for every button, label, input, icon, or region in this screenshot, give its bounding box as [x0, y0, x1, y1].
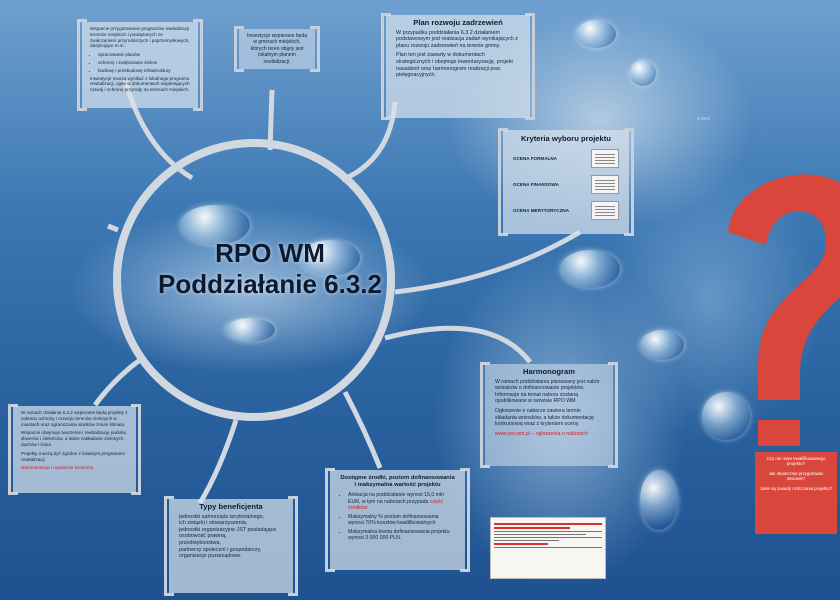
water-bubble [630, 60, 656, 86]
frame-criteria [498, 128, 634, 236]
doc-text-line [494, 534, 586, 535]
document-thumbnail[interactable] [591, 149, 619, 169]
red-note-2: Jak skutecznie przygotować wniosek? [768, 470, 824, 482]
presentation-title[interactable]: RPO WM Poddziałanie 6.3.2 [120, 238, 420, 300]
doc-red-line [494, 523, 602, 525]
side-note: © RPO [697, 116, 710, 121]
connector-arc [267, 89, 275, 151]
water-bubble [300, 240, 360, 276]
box-schedule-text-1: W ramach poddziałania planowany jest nab… [495, 378, 600, 405]
funding-item: Maksymalny % poziom dofinansowania wynos… [348, 514, 455, 527]
list-item: budowę i przebudowę infrastruktury [98, 68, 190, 74]
box-beneficiaries[interactable]: Typy beneficjenta jednostki samorządu te… [169, 499, 293, 593]
criteria-label: OCENA FINANSOWA [513, 182, 559, 188]
funding-item-text: Alokacja na poddziałanie wynosi 15,0 mln… [348, 492, 445, 505]
funding-list: Alokacja na poddziałanie wynosi 15,0 mln… [340, 492, 455, 542]
list-item: ochronę i zwiększanie zieleni [98, 60, 190, 66]
doc-red-line [494, 543, 548, 545]
frame-funding [325, 468, 470, 572]
water-bubble [640, 330, 684, 360]
criteria-row[interactable]: OCENA FORMALNA [513, 149, 619, 169]
box-support-scope[interactable]: W ramach działania 6.3.2 wspierane będą … [13, 406, 136, 493]
box-plan[interactable]: Plan rozwoju zadrzewień W przypadku podd… [386, 15, 530, 118]
box-program-description[interactable]: Wsparcie przygotowanie programów rewital… [82, 22, 198, 108]
box-plan-heading: Plan rozwoju zadrzewień [413, 18, 503, 27]
schedule-link[interactable]: www.rpo.wm.pl – ogłoszenia o naborach [495, 430, 588, 437]
doc-text-line [494, 537, 602, 538]
beneficiary-item: jednostki samorządu terytorialnego, [179, 513, 265, 520]
box-plan-text-1: W przypadku poddziałania 6.3.2 działanie… [396, 29, 518, 49]
box-scope-text-3: Projekty muszą być zgodne z lokalnym pro… [21, 450, 125, 462]
funding-item: Alokacja na poddziałanie wynosi 15,0 mln… [348, 492, 455, 512]
title-line-2: Poddziałanie 6.3.2 [158, 269, 382, 299]
box-program-text-1: Wsparcie przygotowanie programów rewital… [90, 26, 190, 49]
funding-item: Maksymalna kwota dofinansowania projektu… [348, 529, 455, 542]
box-scope-text-2: Wsparcie obejmuje tworzenie i rewitaliza… [21, 430, 127, 447]
box-schedule-text-2: Ogłoszenie o naborze zawiera termin skła… [495, 407, 594, 428]
funding-red-note: część środków [348, 498, 444, 512]
water-bubble [576, 20, 616, 48]
document-thumbnail[interactable] [591, 175, 619, 195]
frame-left [8, 404, 141, 495]
beneficiary-item: jednostki organizacyjne JST posiadające … [179, 526, 277, 540]
box-schedule-heading: Harmonogram [523, 367, 575, 376]
criteria-row[interactable]: OCENA FINANSOWA [513, 175, 619, 195]
box-program-text-2: Inwestycje muszą wynikać z lokalnego pro… [90, 75, 190, 93]
beneficiary-item: partnerzy społeczni i gospodarczy, [179, 546, 262, 553]
red-note-1: Czy nie mam kwalifikowanego projektu? [766, 456, 826, 467]
box-criteria[interactable]: Kryteria wyboru projektu OCENA FORMALNA … [503, 130, 629, 234]
box-investments-text: Inwestycje wspierane będą w gminach miej… [246, 33, 308, 65]
box-criteria-heading: Kryteria wyboru projektu [521, 134, 611, 143]
box-funding[interactable]: Dostępne środki, poziom dofinansowania i… [330, 470, 465, 570]
water-bubble [560, 250, 620, 288]
box-beneficiaries-heading: Typy beneficjenta [199, 502, 263, 511]
frame-beneficiaries [164, 496, 298, 596]
doc-text-line [494, 540, 559, 541]
connector-arc [342, 390, 383, 469]
doc-text-line [494, 531, 602, 532]
connector-arc [107, 223, 119, 233]
water-bubble [702, 392, 750, 440]
title-line-1: RPO WM [215, 238, 325, 268]
connector-arc [394, 229, 582, 295]
beneficiary-item: przedsiębiorstwa, [179, 539, 221, 546]
box-scope-text-1: W ramach działania 6.3.2 wspierane będą … [21, 410, 128, 427]
red-question-box[interactable]: Czy nie mam kwalifikowanego projektu? Ja… [755, 452, 837, 534]
box-schedule[interactable]: Harmonogram W ramach poddziałania planow… [485, 364, 613, 466]
frame-plan [381, 13, 535, 120]
water-bubble [640, 470, 678, 530]
water-bubble [225, 318, 275, 342]
box-plan-text-2: Plan ten jest zawarty w dokumentach stra… [396, 52, 513, 79]
connector-arc [384, 325, 532, 364]
doc-red-line [494, 527, 570, 529]
criteria-label: OCENA MERYTORYCZNA [513, 208, 570, 214]
scope-link[interactable]: dokumentacja i regulamin konkursu [21, 465, 94, 471]
connector-arc [92, 357, 142, 407]
box-funding-heading: Dostępne środki, poziom dofinansowania i… [340, 475, 455, 488]
document-preview[interactable] [490, 517, 606, 579]
beneficiary-item: organizacje pozarządowe. [179, 553, 242, 560]
central-ring [113, 139, 395, 421]
document-thumbnail[interactable] [591, 201, 619, 221]
frame-top-left [77, 19, 203, 111]
red-note-3: Jakie są zasady rozliczania projektu? [759, 485, 833, 491]
criteria-label: OCENA FORMALNA [513, 156, 557, 162]
frame-top-center [234, 26, 320, 72]
box-program-list: opracowanie planów ochronę i zwiększanie… [90, 52, 190, 73]
beneficiary-item: ich związki i stowarzyszenia, [179, 520, 248, 527]
question-mark-graphic [728, 174, 840, 446]
box-investments[interactable]: Inwestycje wspierane będą w gminach miej… [239, 29, 315, 69]
connector-arc [197, 419, 239, 505]
list-item: opracowanie planów [98, 52, 190, 58]
doc-text-line [494, 547, 602, 548]
criteria-row[interactable]: OCENA MERYTORYCZNA [513, 201, 619, 221]
water-bubble [180, 205, 250, 245]
frame-schedule [480, 362, 618, 468]
